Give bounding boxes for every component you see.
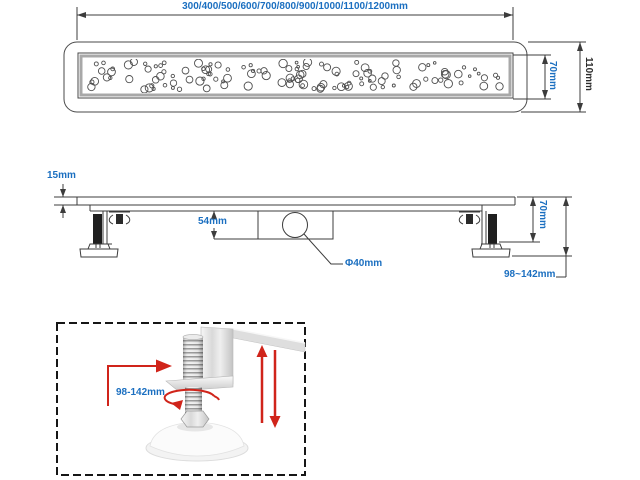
body-height-dimension — [499, 196, 572, 243]
edge-height-dimension — [54, 184, 77, 218]
edge-height-label: 15mm — [47, 170, 76, 181]
outlet-sump — [257, 211, 334, 240]
channel-body — [89, 205, 482, 212]
threaded-rod — [488, 214, 497, 244]
range-leader-arrow-icon — [107, 359, 172, 406]
up-down-arrow-icon — [256, 345, 281, 428]
dimension-arrow-icon — [530, 233, 536, 242]
bracket-plate — [200, 326, 234, 385]
foot-base — [479, 243, 503, 250]
length-dimension — [76, 7, 514, 40]
dimension-arrow-icon — [504, 12, 513, 18]
flange-width-dimension — [521, 41, 586, 113]
leveling-foot-left — [79, 211, 131, 258]
threaded-rod-lower — [185, 387, 202, 414]
grate-width-label: 70mm — [547, 61, 558, 90]
dimension-arrow-icon — [211, 211, 217, 219]
dimension-arrow-icon — [60, 189, 66, 197]
rotation-arrow-icon — [163, 388, 220, 410]
leveling-foot-right — [458, 205, 511, 258]
outlet-diameter-label: Φ40mm — [345, 258, 383, 269]
dimension-arrow-icon — [563, 197, 569, 206]
dimension-arrow-icon — [577, 42, 583, 51]
threaded-rod — [93, 214, 102, 244]
hex-nut — [180, 410, 210, 428]
mounting-clamp — [108, 211, 131, 225]
dimension-arrow-icon — [77, 12, 86, 18]
drain-outlet-circle — [282, 212, 308, 238]
side-view — [54, 184, 572, 278]
trap-depth-dimension — [211, 211, 258, 240]
dimension-arrow-icon — [542, 90, 548, 99]
flange-width-label: 110mm — [583, 57, 594, 91]
foot-base — [79, 248, 119, 258]
dimension-arrow-icon — [563, 247, 569, 256]
install-height-dimension — [512, 197, 572, 278]
outlet-leader-line — [303, 233, 343, 265]
bubble-pattern — [87, 59, 504, 93]
adjust-range-label: 98-142mm — [116, 387, 165, 398]
grate-width-dimension — [513, 54, 551, 100]
outer-flange — [63, 41, 528, 113]
body-height-label: 70mm — [537, 200, 548, 229]
channel-top-plate — [76, 196, 516, 206]
dimension-arrow-icon — [577, 103, 583, 112]
dimension-arrow-icon — [542, 55, 548, 64]
dimension-arrow-icon — [60, 205, 66, 213]
grate-frame-band — [79, 54, 512, 97]
grate-frame-outer — [77, 52, 514, 99]
threaded-rod-upper — [182, 334, 204, 381]
foot-base — [471, 248, 511, 258]
install-height-label: 98~142mm — [504, 269, 556, 280]
mounting-clamp — [458, 211, 481, 225]
foot-detail-inset — [56, 322, 306, 476]
foot-base — [87, 243, 111, 250]
dimension-arrow-icon — [530, 197, 536, 206]
top-view — [63, 7, 586, 113]
bracket-flange — [165, 375, 234, 392]
dimension-arrow-icon — [211, 231, 217, 239]
length-dimension-label: 300/400/500/600/700/800/900/1000/1100/12… — [182, 1, 408, 12]
trap-depth-label: 54mm — [198, 216, 227, 227]
